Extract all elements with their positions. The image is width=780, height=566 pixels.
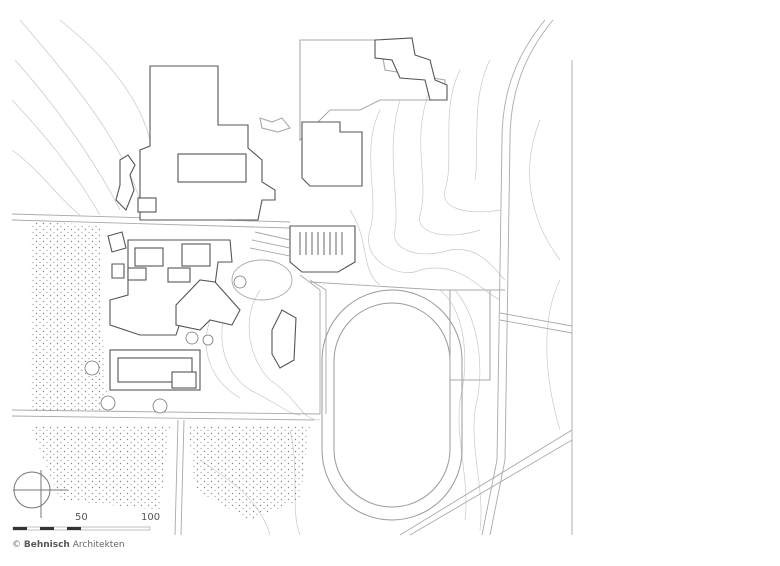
grandstand-seats — [299, 232, 343, 255]
scale-label-100: 100 — [141, 512, 161, 523]
scale-bar — [12, 526, 151, 531]
running-track — [321, 289, 463, 521]
credit-line: © Behnisch Architekten — [12, 540, 125, 550]
buildings — [107, 37, 491, 391]
credit-firm-bold: Behnisch — [23, 540, 70, 550]
trees — [84, 275, 247, 414]
credit-firm-rest: Architekten — [72, 540, 125, 550]
copyright-symbol: © — [12, 540, 21, 550]
scale-label-50: 50 — [75, 512, 88, 523]
north-arrow-icon — [13, 470, 68, 518]
contour-lines — [11, 19, 561, 536]
roads — [11, 19, 573, 536]
